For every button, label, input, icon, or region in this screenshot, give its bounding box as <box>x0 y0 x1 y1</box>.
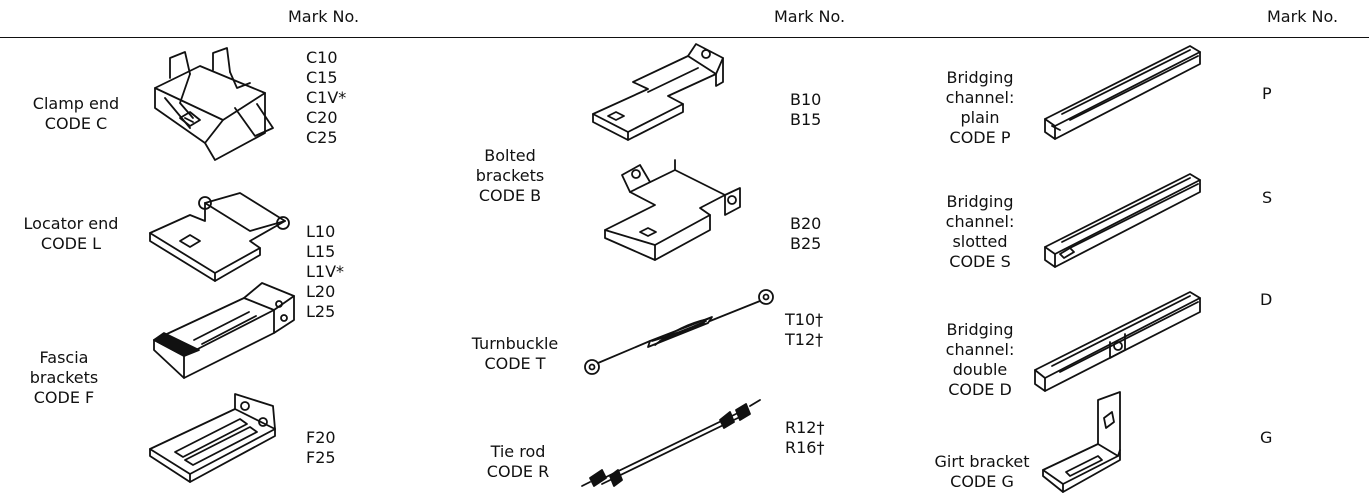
tie-rod-marks: R12†R16† <box>785 418 825 457</box>
channel-slotted-icon <box>1044 173 1201 268</box>
tie-rod-icon <box>581 399 761 487</box>
channel-plain-mark: P <box>1262 84 1272 103</box>
fascia-bracket-long-icon <box>153 282 295 379</box>
fascia-bracket-short-icon <box>149 393 276 483</box>
channel-plain-icon <box>1044 45 1201 140</box>
channel-double-mark: D <box>1260 290 1273 309</box>
header-rule <box>0 37 1369 38</box>
locator-end-icon <box>149 192 290 282</box>
mark-no-header-2: Mark No. <box>774 7 846 26</box>
channel-slotted-mark: S <box>1262 188 1273 207</box>
mark-no-header-1: Mark No. <box>288 7 360 26</box>
bolted-bracket-a-icon <box>592 43 724 141</box>
bolted-bracket-b-icon <box>604 159 741 261</box>
mark-no-header-3: Mark No. <box>1267 7 1339 26</box>
clamp-end-icon <box>154 47 274 161</box>
turnbuckle-marks: T10†T12† <box>785 310 824 349</box>
girt-bracket-mark: G <box>1260 428 1273 447</box>
turnbuckle-icon <box>584 289 774 375</box>
channel-double-icon <box>1034 291 1201 392</box>
girt-bracket-icon <box>1042 391 1121 493</box>
